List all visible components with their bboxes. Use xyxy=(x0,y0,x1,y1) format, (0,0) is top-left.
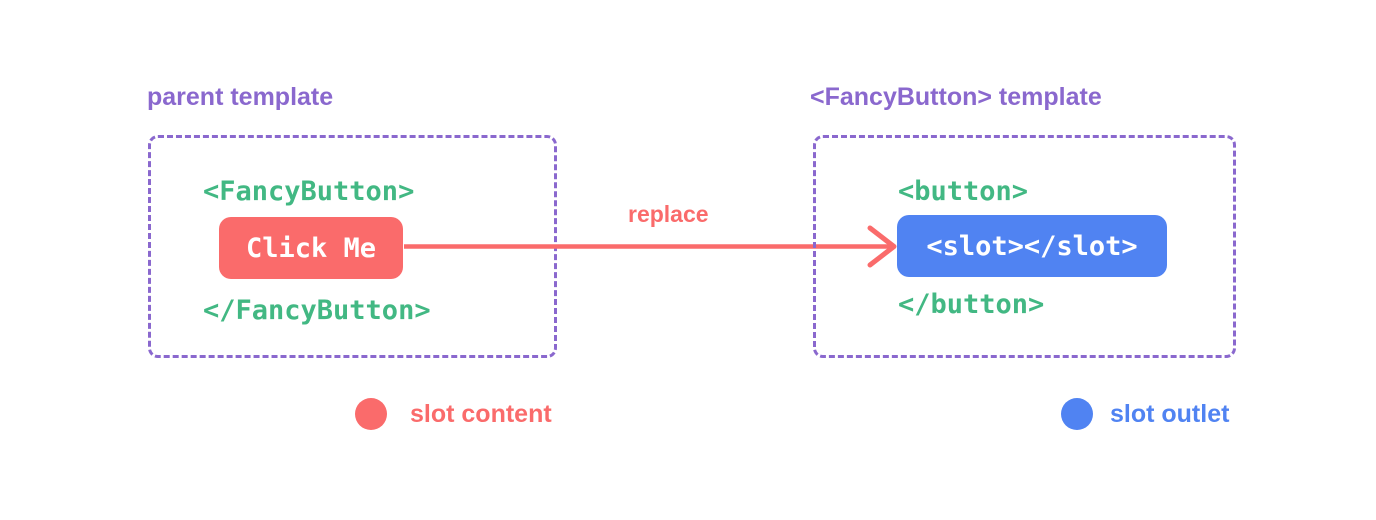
slot-outlet-box: <slot></slot> xyxy=(897,215,1167,277)
fancybutton-close-tag: </FancyButton> xyxy=(203,295,431,326)
button-close-tag: </button> xyxy=(898,289,1045,320)
replace-arrow xyxy=(404,225,897,268)
slot-outlet-legend-label: slot outlet xyxy=(1110,400,1230,428)
slot-content-button: Click Me xyxy=(219,217,403,279)
parent-template-title: parent template xyxy=(147,83,334,111)
fancybutton-open-tag: <FancyButton> xyxy=(203,176,415,207)
slot-content-dot xyxy=(355,398,387,430)
slot-outlet-tag: <slot></slot> xyxy=(926,230,1138,262)
fancybutton-template-title: <FancyButton> template xyxy=(810,83,1102,111)
slot-content-legend-label: slot content xyxy=(410,400,552,428)
slot-content-button-label: Click Me xyxy=(245,232,377,264)
slot-outlet-dot xyxy=(1061,398,1093,430)
fancybutton-template-box: <button> <slot></slot> </button> xyxy=(813,135,1236,358)
parent-template-box: <FancyButton> Click Me </FancyButton> xyxy=(148,135,557,358)
replace-arrow-label: replace xyxy=(628,201,709,227)
button-open-tag: <button> xyxy=(898,176,1029,207)
